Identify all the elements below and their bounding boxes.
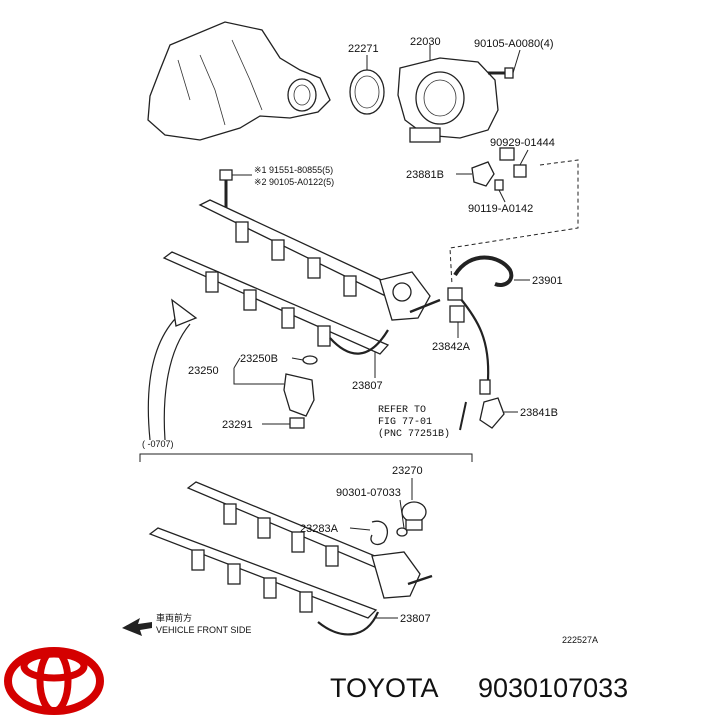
- mounting-bolt: [219, 169, 252, 210]
- clip-23841b: [479, 397, 518, 429]
- direction-arrow: [147, 298, 198, 441]
- label-23250b: 23250B: [240, 353, 278, 365]
- delivery-pipe-upper: [162, 199, 441, 355]
- front-label-jp: 車両前方: [156, 612, 192, 623]
- label-23841b: 23841B: [520, 407, 558, 419]
- label-90105-a0080: 90105-A0080(4): [474, 38, 554, 50]
- label-90119: 90119-A0142: [468, 203, 533, 215]
- brand-name: TOYOTA: [330, 673, 439, 703]
- label-23881b: 23881B: [406, 169, 444, 181]
- toyota-logo-icon: [4, 647, 104, 715]
- intake-manifold: [147, 21, 331, 141]
- date-range: ( -0707): [142, 439, 174, 449]
- bolt-90119: [494, 179, 506, 203]
- front-label-en: VEHICLE FRONT SIDE: [156, 625, 251, 635]
- label-90301: 90301-07033: [336, 487, 401, 499]
- label-23807-bottom: 23807: [400, 613, 431, 625]
- label-23807-top: 23807: [352, 380, 383, 392]
- gasket-22271: [349, 55, 385, 115]
- label-23283a: 23283A: [300, 523, 339, 535]
- fuel-hose-23901: [447, 255, 530, 395]
- label-23250: 23250: [188, 365, 219, 377]
- note-2: ※2 90105-A0122(5): [254, 177, 334, 187]
- label-23901: 23901: [532, 275, 563, 287]
- label-22271: 22271: [348, 43, 379, 55]
- refer-line-1: REFER TO: [378, 405, 426, 416]
- part-number: 9030107033: [478, 673, 628, 703]
- refer-line-3: (PNC 77251B): [378, 428, 450, 440]
- bolt-90105-a0080: [488, 49, 521, 79]
- regulator-23270: [401, 478, 427, 531]
- clip-23283a: [349, 520, 388, 546]
- injector-23250: [283, 355, 318, 429]
- label-90929: 90929-01444: [490, 137, 555, 149]
- bracket-23881b: [456, 161, 495, 187]
- refer-line-2: FIG 77-01: [378, 417, 432, 428]
- connector-23842a: [449, 305, 465, 338]
- note-1: ※1 91551-80855(5): [254, 165, 333, 175]
- label-23842a: 23842A: [432, 341, 471, 353]
- vehicle-front-arrow: [122, 618, 152, 636]
- delivery-pipe-lower: [148, 481, 433, 636]
- dashed-leader: [449, 159, 579, 286]
- clip-90929: [499, 147, 529, 178]
- throttle-body-22030: [397, 45, 499, 143]
- bolt-90301: [396, 499, 408, 537]
- section-bracket: [139, 453, 473, 462]
- label-23291: 23291: [222, 419, 253, 431]
- label-22030: 22030: [410, 36, 441, 48]
- label-23270: 23270: [392, 465, 423, 477]
- figure-code: 222527A: [562, 635, 598, 645]
